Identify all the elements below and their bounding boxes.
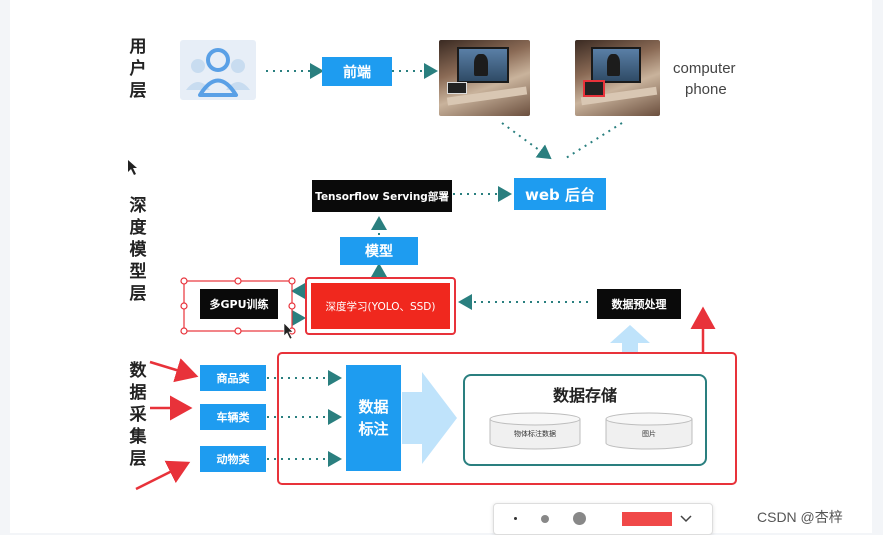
db-objects-label: 物体标注数据 [514, 431, 556, 438]
layer-label-model: 深度模型层 [129, 196, 147, 304]
mouse-cursor-icon [128, 160, 137, 175]
category-vehicle: 车辆类 [200, 404, 266, 430]
flow-arrow-storage-to-preprocess [610, 325, 650, 352]
web-backend-node: web 后台 [514, 178, 606, 210]
color-swatch[interactable] [622, 512, 672, 526]
brush-size-small-icon[interactable] [514, 517, 517, 520]
data-area-outline [277, 352, 737, 485]
computer-photo [439, 40, 530, 116]
brush-size-large-icon[interactable] [573, 512, 586, 525]
category-animal: 动物类 [200, 446, 266, 472]
serving-node: Tensorflow Serving部署 [312, 180, 452, 212]
dl-outline [305, 277, 456, 335]
layer-label-user: 用户层 [129, 37, 147, 101]
deep-learning-node: 深度学习(YOLO、SSD) [311, 283, 450, 329]
multi-gpu-node[interactable]: 多GPU训练 [200, 289, 278, 319]
database-icon-images: 图片 [605, 412, 693, 450]
category-goods: 商品类 [200, 365, 266, 391]
storage-node: 数据存储 物体标注数据 图片 [463, 374, 707, 466]
db-images-label: 图片 [642, 431, 656, 438]
mouse-cursor-icon-2 [283, 322, 294, 340]
arrow-phone-to-junction [565, 122, 623, 159]
red-arrow-animal [135, 460, 191, 491]
diagram-slide: 用户层 深度模型层 数据采集层 前端 computer p [10, 0, 872, 535]
drawing-toolbar [493, 503, 713, 535]
arrow-computer-to-junction [501, 122, 552, 160]
phone-photo [575, 40, 660, 116]
preprocess-node: 数据预处理 [597, 289, 681, 319]
brush-size-medium-icon[interactable] [541, 515, 549, 523]
layer-label-data: 数据采集层 [129, 361, 147, 469]
model-node: 模型 [340, 237, 418, 265]
chevron-down-icon[interactable] [680, 514, 692, 523]
connector-layer [128, 63, 737, 491]
watermark: CSDN @杏梓 [757, 509, 843, 525]
storage-title: 数据存储 [552, 386, 617, 405]
database-icon-objects: 物体标注数据 [489, 412, 581, 450]
frontend-node: 前端 [322, 57, 392, 86]
annotation-node: 数据 标注 [346, 365, 401, 471]
red-arrow-goods [149, 358, 199, 383]
users-icon [180, 40, 256, 100]
device-label: computer phone [673, 60, 736, 98]
gpu-selection-handles[interactable] [180, 277, 296, 335]
flow-arrow-annotation-to-storage [402, 372, 457, 464]
